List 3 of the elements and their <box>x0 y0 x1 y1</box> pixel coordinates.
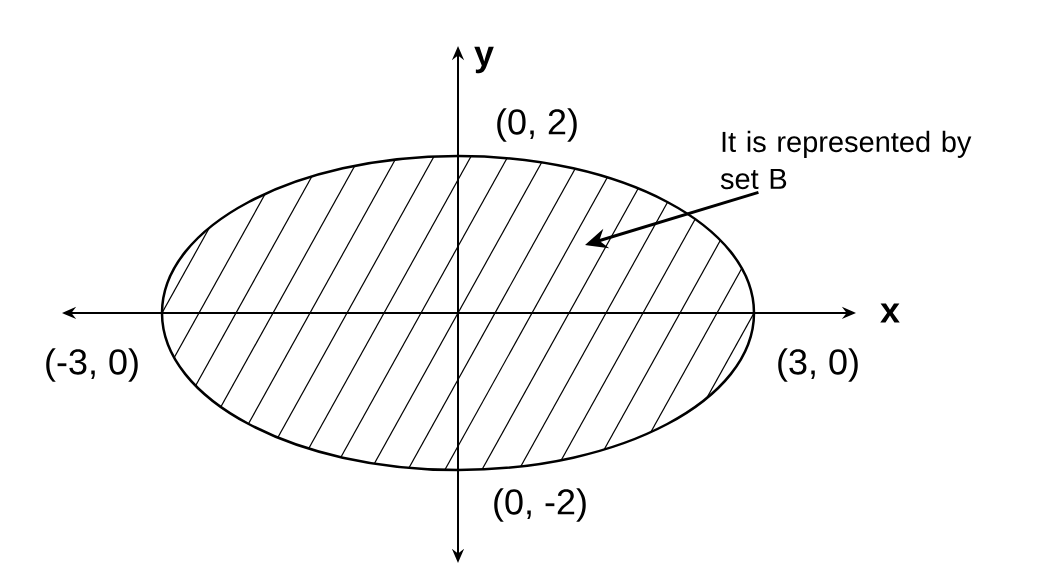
axis-label: y <box>474 46 494 74</box>
axis-label: x <box>880 303 900 323</box>
annotation-text: It is represented by set B <box>720 130 972 190</box>
